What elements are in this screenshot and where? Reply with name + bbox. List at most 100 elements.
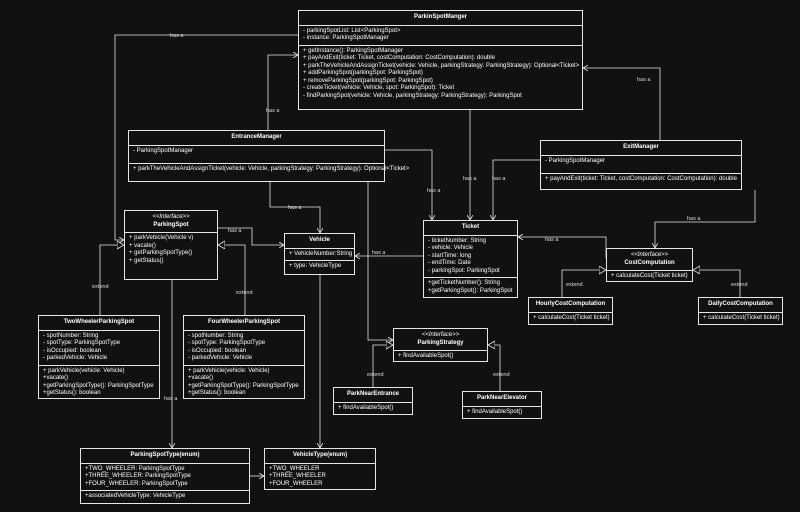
method: +getTicketNumber(): String	[428, 280, 500, 286]
class-daily-cost-computation: DailyCostComputation + calculateCost(Tic…	[698, 297, 783, 325]
interface-parking-spot: <<Interface>> ParkingSpot + parkVehicle(…	[124, 210, 218, 280]
class-title: DailyCostComputation	[699, 298, 782, 313]
class-entrance-manager: EntranceManager - ParkingSpotManager + p…	[128, 130, 410, 182]
label-extend: extend	[92, 284, 109, 290]
method: - createTicket(vehicle: Vehicle, spot: P…	[303, 85, 455, 91]
edge-exit-to-manager	[583, 68, 661, 140]
method: + calculateCost(Ticket ticket)	[611, 273, 688, 279]
edge-daily-extends-cost	[693, 270, 741, 297]
label-extend: extend	[566, 282, 583, 288]
label-has-a: has a	[545, 237, 559, 243]
method: + removeParkingSpot(parkingSpot: Parking…	[303, 77, 433, 84]
method: + addParkingSpot(parkingSpot: ParkingSpo…	[303, 70, 423, 76]
class-title: <<Interface>> CostComputation	[607, 249, 692, 271]
interface-name: CostComputation	[624, 259, 675, 266]
attribute: - parkingSpotList: List<ParkingSpot>	[303, 27, 401, 34]
edge-entrance-to-vehicle	[269, 182, 320, 233]
method-section: + findAvailableSpot()	[334, 403, 412, 415]
method: + findAvailableSpot()	[338, 404, 394, 411]
method-section: + getInstance(): ParkingSpotManager + pa…	[299, 46, 582, 103]
class-title: ParkNearElevator	[463, 392, 541, 407]
stereotype: <<Interface>>	[630, 252, 669, 258]
attribute-section: - parkingSpotList: List<ParkingSpot> - i…	[299, 26, 582, 46]
attribute: - instance: ParkingSpotManager	[303, 35, 389, 41]
attribute: - spotNumber: String	[43, 332, 99, 339]
attribute: - ParkingSpotManager	[545, 157, 606, 164]
edge-entrance-to-ticket	[385, 149, 432, 220]
interface-cost-computation: <<Interface>> CostComputation + calculat…	[606, 248, 693, 282]
enum-constant: +THREE_WHEELER	[269, 473, 326, 479]
method: +getStatus(): boolean	[188, 390, 246, 396]
enum-constant: +FOUR_WHEELER	[269, 480, 323, 487]
label-has-a: has a	[463, 176, 477, 182]
class-title: ParkNearEntrance	[334, 388, 412, 403]
method-section: + calculateCost(Ticket ticket)	[607, 271, 692, 283]
enum-constant: +TWO_WHEELER: ParkingSpotType	[85, 465, 185, 472]
attribute-section: - spotNumber: String - spotType: Parking…	[184, 331, 304, 366]
stereotype: <<Interface>>	[152, 214, 190, 220]
label-has-a: has a	[228, 228, 242, 234]
method: + parkVehicle(vehicle: Vehicle)	[43, 367, 125, 374]
method: + findAvailableSpot()	[398, 353, 454, 359]
edge-elevator-extends-strategy	[488, 345, 501, 391]
label-has-a: has a	[492, 176, 506, 182]
enum-parking-spot-type: ParkingSpotType(enum) +TWO_WHEELER: Park…	[80, 448, 250, 504]
attribute-section: +TWO_WHEELER +THREE_WHEELER +FOUR_WHEELE…	[265, 464, 375, 491]
edge-entrance-to-strategy	[367, 182, 393, 340]
class-title: Ticket	[424, 221, 517, 236]
method-section: + parkVehicle(vehicle: Vehicle) +vacate(…	[184, 366, 304, 400]
enum-constant: +FOUR_WHEELER: ParkingSpotType	[85, 480, 188, 487]
enum-constant: +THREE_WHEELER: ParkingSpotType	[85, 473, 191, 479]
edge-twowheeler-extends-parkingspot	[99, 245, 124, 315]
attribute: - startTime: long	[428, 252, 472, 259]
edge-hourly-extends-cost	[561, 270, 606, 297]
method: + getInstance(): ParkingSpotManager	[303, 47, 403, 54]
class-exit-manager: ExitManager - ParkingSpotManager + payAn…	[540, 140, 742, 190]
class-ticket: Ticket - ticketNumber: String - vehicle:…	[423, 220, 518, 298]
edge-exit-to-ticket	[493, 159, 540, 220]
method-section: + findAvailableSpot()	[463, 407, 541, 419]
label-has-a: has a	[372, 250, 386, 256]
method: + calculateCost(Ticket ticket)	[703, 314, 780, 321]
attribute: - vehicle: Vehicle	[428, 245, 474, 251]
class-title: ExitManager	[541, 141, 741, 156]
class-title: EntranceManager	[129, 131, 384, 146]
method: + payAndExit(ticket: Ticket, costComputa…	[545, 175, 737, 182]
method: + calculateCost(Ticket ticket)	[533, 314, 610, 321]
attribute-section: +TWO_WHEELER: ParkingSpotType +THREE_WHE…	[81, 464, 249, 491]
attribute: +associatedVehicleType: VehicleType	[85, 493, 186, 499]
attribute: - ticketNumber: String	[428, 237, 487, 244]
method: +vacate()	[188, 375, 214, 381]
class-title: ParkinSpotManger	[299, 11, 582, 26]
edge-entrance-to-manager	[267, 55, 298, 130]
method-section: + parkVehicle(Vehicle v) + vacate() + ge…	[125, 233, 217, 267]
method: + parkTheVehicleAndAssignTicket(vehicle:…	[133, 165, 410, 172]
attribute: - ParkingSpotManager	[133, 147, 194, 154]
attribute-section: - spotNumber: String - spotType: Parking…	[39, 331, 159, 366]
label-has-a: has a	[266, 108, 280, 114]
edge-manager-to-parkingspot	[114, 34, 298, 240]
class-parking-spot-manager: ParkinSpotManger - parkingSpotList: List…	[298, 10, 583, 110]
attribute: - parkedVehicle: Vehicle	[188, 355, 253, 361]
interface-parking-strategy: <<Interface>> ParkingStrategy + findAvai…	[393, 328, 488, 362]
method: + payAndExit(ticket: Ticket, costComputa…	[303, 55, 495, 61]
attribute: - isOccupied: boolean	[188, 347, 247, 354]
method: +getParkingSpot(): ParkingSpot	[428, 287, 513, 294]
method-section: + type: VehicleType	[285, 261, 354, 273]
class-title: ParkingSpotType(enum)	[81, 449, 249, 464]
method-section: +associatedVehicleType: VehicleType	[81, 491, 249, 503]
method: + vacate()	[129, 242, 156, 249]
edge-parkingspot-to-vehicle	[218, 227, 284, 245]
method: +getParkingSpotType(): ParkingSpotType	[43, 382, 154, 389]
attribute: - spotNumber: String	[188, 332, 244, 339]
edge-cost-to-ticket	[518, 237, 607, 258]
class-title: Vehicle	[285, 234, 354, 249]
attribute: - endTime: Date	[428, 260, 471, 266]
attribute: + VehicleNumber:String	[289, 250, 353, 257]
class-title: VehicleType(enum)	[265, 449, 375, 464]
class-two-wheeler-parking-spot: TwoWheelerParkingSpot - spotNumber: Stri…	[38, 315, 160, 399]
label-has-a: has a	[288, 205, 302, 211]
method: + getStatus()	[129, 257, 164, 264]
attribute-section: - ticketNumber: String - vehicle: Vehicl…	[424, 236, 517, 278]
